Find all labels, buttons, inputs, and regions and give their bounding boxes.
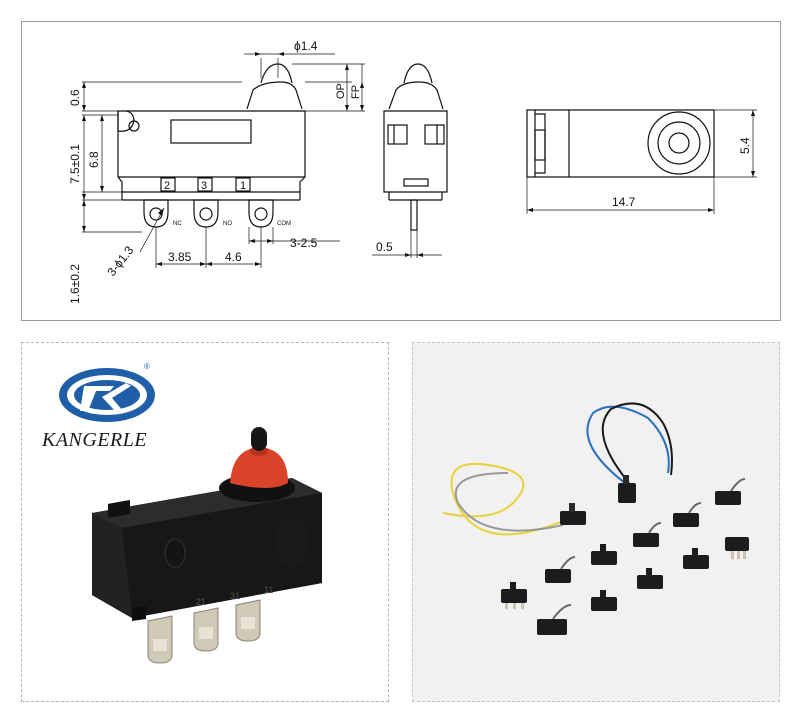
dim-inner-height: 6.8 [87, 151, 101, 168]
terminal-box-2 [160, 177, 176, 192]
dim-width: 5.4 [738, 137, 752, 154]
micro-switch-photo [92, 427, 322, 664]
dim-tab-width: 3-2.5 [290, 236, 318, 250]
terminal-number-3: 3 [201, 180, 207, 192]
variants-photo-panel [412, 342, 780, 702]
label-window [170, 119, 252, 144]
wired-switch-blue [586, 402, 673, 503]
dimension-drawing: ϕ1.4 OP FP 0.6 7.5±0.1 6.8 1.6±0.2 3-ϕ1.… [68, 39, 757, 304]
terminal-lug-no [193, 199, 219, 228]
technical-drawing-panel: ϕ1.4 OP FP 0.6 7.5±0.1 6.8 1.6±0.2 3-ϕ1.… [21, 21, 781, 321]
actuator-pin-outline [260, 63, 293, 84]
terminal-number-2: 2 [164, 180, 170, 192]
mount-hole [128, 120, 140, 132]
dim-body-height: 7.5±0.1 [68, 144, 82, 184]
product-photo-panel: ® KANGERLE 21 31 11 [21, 342, 389, 702]
brand-name: KANGERLE [41, 429, 147, 451]
terminal-lug-com [248, 199, 274, 228]
dim-top-gap: 0.6 [68, 89, 82, 106]
dim-fp: FP [350, 85, 362, 99]
dim-pitch-2: 4.6 [225, 250, 242, 264]
body-corner-tab [117, 110, 135, 132]
dim-thickness: 0.5 [376, 240, 393, 254]
side-body-outline [383, 110, 448, 193]
brand-logo-icon [59, 368, 155, 422]
registered-mark: ® [144, 362, 150, 371]
body-mark-11: 11 [264, 585, 273, 595]
terminal-label-com: COM [277, 221, 291, 227]
side-terminal [410, 199, 418, 231]
body-mark-31: 31 [230, 591, 240, 601]
terminal-label-nc: NC [173, 221, 182, 227]
variants-illustration [442, 402, 749, 635]
side-actuator-outline [388, 81, 444, 110]
top-view-outline [526, 109, 715, 178]
dim-holes: 3-ϕ1.3 [104, 243, 136, 279]
terminal-box-3 [197, 177, 213, 192]
terminal-label-no: NO [223, 221, 232, 227]
terminal-box-1 [235, 177, 251, 192]
dim-length: 14.7 [612, 195, 636, 209]
wired-switch-yellow [442, 462, 586, 536]
dim-pin-diameter: ϕ1.4 [294, 39, 318, 53]
dim-pitch-1: 3.85 [168, 250, 192, 264]
product-illustration: ® KANGERLE 21 31 11 [41, 362, 322, 664]
body-mark-21: 21 [196, 597, 206, 607]
terminal-number-1: 1 [240, 180, 246, 192]
actuator-outline [246, 81, 303, 110]
dim-pin-length: 1.6±0.2 [68, 264, 82, 304]
dim-op: OP [335, 83, 347, 99]
switch-variants [501, 478, 749, 635]
